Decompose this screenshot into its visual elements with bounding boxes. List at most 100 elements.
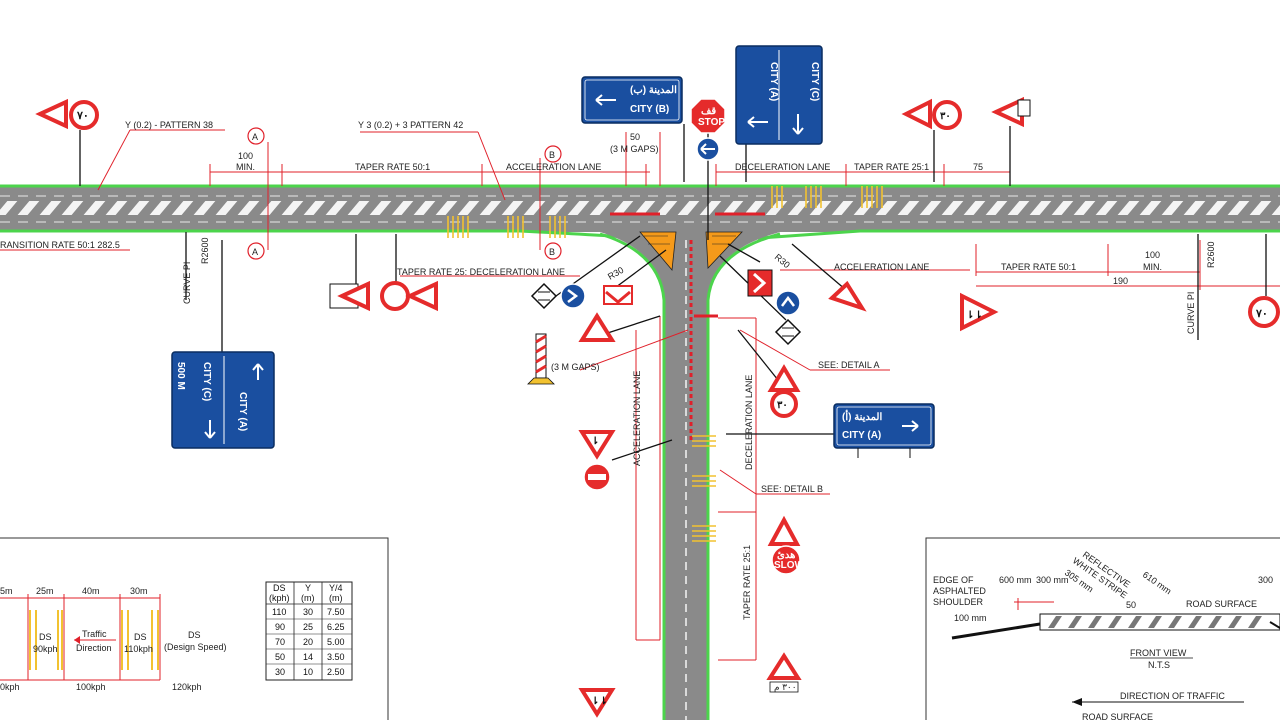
label-190: 190 <box>1113 276 1128 286</box>
legend-110kph: 110kph <box>124 644 153 654</box>
detail-nts: N.T.S <box>1148 660 1170 670</box>
direction-sign-city-b: المدينة (ب) CITY (B) <box>581 76 683 124</box>
svg-text:20: 20 <box>303 637 313 647</box>
table-header-ds: DS <box>273 583 286 593</box>
city-a-arabic: المدينة (أ) <box>842 410 882 423</box>
svg-text:50: 50 <box>275 652 285 662</box>
legend-5m: 5m <box>0 586 13 596</box>
svg-text:3.50: 3.50 <box>327 652 345 662</box>
table-row: 70 20 5.00 <box>275 637 345 647</box>
side-road-signs: ⇂ ٣٠ هدئ SLOW ٣٠٠ م ⇂⇂ <box>578 364 805 718</box>
svg-text:2.50: 2.50 <box>327 667 345 677</box>
marker-b-top: B <box>544 145 562 163</box>
detail-600mm: 600 mm <box>999 575 1032 585</box>
table-header-y4-unit: (m) <box>329 593 343 603</box>
warning-sign-top-left: ٧٠ <box>35 98 99 130</box>
label-r2600-left: R2600 <box>200 237 210 264</box>
stop-sign-english: STOP <box>698 117 725 128</box>
legend-ds-90: DS <box>39 632 52 642</box>
label-see-detail-a: SEE: DETAIL A <box>818 360 880 370</box>
legend-90kph: 90kph <box>33 644 58 654</box>
city-b-english: CITY (B) <box>630 104 669 115</box>
direction-sign-city-a: المدينة (أ) CITY (A) <box>833 403 935 458</box>
marker-b-bottom: B <box>544 242 562 260</box>
svg-text:90: 90 <box>275 622 285 632</box>
keep-left-sign <box>696 137 720 161</box>
arrow-right-icon <box>902 420 919 432</box>
legend-ds-110: DS <box>134 632 147 642</box>
svg-text:⇂⇂: ⇂⇂ <box>966 310 983 321</box>
legend-ds-design: DS <box>188 630 201 640</box>
table-row: 110 30 7.50 <box>272 607 345 617</box>
arrow-down-icon <box>792 114 804 135</box>
svg-text:B: B <box>549 150 555 160</box>
dimension-lines <box>0 129 1280 661</box>
label-transition: RANSITION RATE 50:1 282.5 <box>0 240 120 250</box>
arrow-left-icon <box>747 116 768 128</box>
label-taper-decel: TAPER RATE 25: DECELERATION LANE <box>397 267 565 277</box>
label-100-right: 100 <box>1145 250 1160 260</box>
legend-direction: Direction <box>76 643 112 653</box>
stop-lines <box>610 212 765 318</box>
label-curve-pi-left: CURVE PI <box>182 262 192 304</box>
slow-sign-english: SLOW <box>774 560 805 571</box>
label-curve-pi-right: CURVE PI <box>1186 292 1196 334</box>
speed-limit-30: ٣٠ <box>777 400 788 411</box>
warning-sign-top-right: ٣٠ <box>901 96 1031 130</box>
arrow-down-icon <box>204 420 216 439</box>
rumble-strips <box>447 186 883 542</box>
detail-edge-2: ASPHALTED <box>933 586 986 596</box>
svg-text:٧٠: ٧٠ <box>76 110 89 122</box>
legend-0kph: 0kph <box>0 682 20 692</box>
main-road <box>0 184 1280 240</box>
label-y02-pattern: Y (0.2) - PATTERN 38 <box>125 120 213 130</box>
delineator-post <box>527 333 555 385</box>
table-header-ds-unit: (kph) <box>269 593 290 603</box>
label-y3-pattern: Y 3 (0.2) + 3 PATTERN 42 <box>358 120 463 130</box>
detail-300mm: 300 mm <box>1036 575 1069 585</box>
label-taper-50-right: TAPER RATE 50:1 <box>1001 262 1076 272</box>
detail-300-right: 300 <box>1258 575 1273 585</box>
label-accel-lane: ACCELERATION LANE <box>506 162 601 172</box>
reference-markers: A A B B <box>247 127 562 260</box>
detail-road-surface: ROAD SURFACE <box>1186 599 1257 609</box>
label-accel-lane-vertical: ACCELERATION LANE <box>632 371 642 466</box>
svg-text:30: 30 <box>275 667 285 677</box>
label-75: 75 <box>973 162 983 172</box>
legend-40m: 40m <box>82 586 100 596</box>
stop-sign-arabic: قف <box>701 106 716 117</box>
legend-100kph: 100kph <box>76 682 106 692</box>
detail-panel: EDGE OF ASPHALTED SHOULDER 600 mm 300 mm… <box>925 537 1280 720</box>
label-min-right: MIN. <box>1143 262 1162 272</box>
table-header-y: Y <box>305 583 311 593</box>
direction-sign-500m: 500 M CITY (C) CITY (A) <box>171 351 275 449</box>
label-min: MIN. <box>236 162 255 172</box>
legend-30m: 30m <box>130 586 148 596</box>
warning-signs-left-middle <box>329 280 438 312</box>
label-r30-right: R30 <box>773 252 792 270</box>
intersection-signs <box>530 269 867 346</box>
svg-text:٣٠: ٣٠ <box>940 111 951 122</box>
city-c-vertical: CITY (C) <box>809 62 820 101</box>
svg-text:A: A <box>252 132 258 142</box>
sign-city-c: CITY (C) <box>201 362 212 401</box>
svg-text:110: 110 <box>272 607 286 617</box>
svg-text:30: 30 <box>303 607 313 617</box>
detail-edge-1: EDGE OF <box>933 575 974 585</box>
svg-text:⇂⇂: ⇂⇂ <box>591 696 608 707</box>
stop-sign: قف STOP <box>690 98 726 134</box>
svg-text:⇂: ⇂ <box>591 436 599 447</box>
detail-front-view: FRONT VIEW <box>1130 648 1187 658</box>
warning-signs-right: ⇂⇂ ٧٠ <box>960 292 1280 332</box>
table-header-y-unit: (m) <box>301 593 315 603</box>
svg-text:6.25: 6.25 <box>327 622 345 632</box>
label-taper-25-vertical: TAPER RATE 25:1 <box>742 545 752 620</box>
legend-25m: 25m <box>36 586 54 596</box>
table-row: 90 25 6.25 <box>275 622 345 632</box>
sign-city-a: CITY (A) <box>237 392 248 431</box>
svg-text:14: 14 <box>303 652 313 662</box>
svg-text:7.50: 7.50 <box>327 607 345 617</box>
legend-design-speed: (Design Speed) <box>164 642 227 652</box>
label-taper-25: TAPER RATE 25:1 <box>854 162 929 172</box>
